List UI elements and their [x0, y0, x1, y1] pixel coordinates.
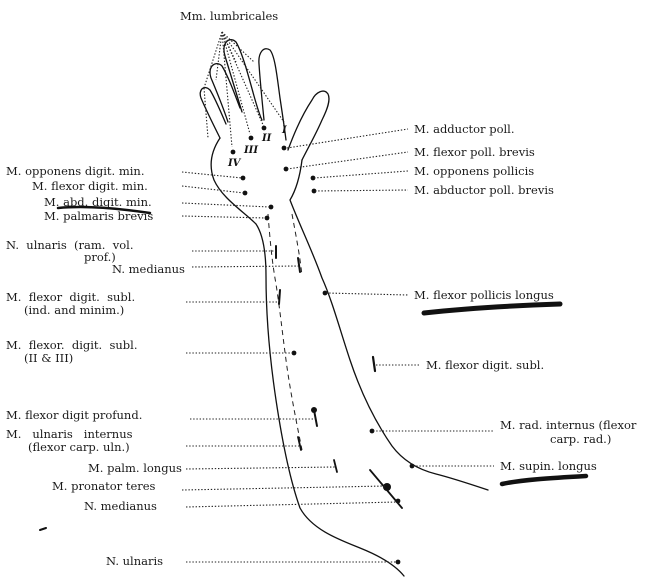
- numeral-II: II: [261, 133, 272, 144]
- label-medianus-upper: N. medianus: [112, 262, 185, 276]
- label-flexor-digit-subl-2a: M. flexor. digit. subl.: [6, 338, 138, 352]
- label-adductor-poll: M. adductor poll.: [414, 122, 515, 136]
- label-flexor-digit-profund: M. flexor digit profund.: [6, 408, 142, 422]
- label-ulnaris-lower: N. ulnaris: [106, 554, 163, 568]
- label-flexor-poll-brevis: M. flexor poll. brevis: [414, 145, 535, 159]
- label-rad-internus-2: carp. rad.): [550, 432, 611, 446]
- label-supin-longus: M. supin. longus: [500, 459, 597, 473]
- label-opponens-pollicis: M. opponens pollicis: [414, 164, 534, 178]
- label-palm-longus: M. palm. longus: [88, 461, 182, 475]
- label-ulnaris-internus-1: M. ulnaris internus: [6, 427, 133, 441]
- label-flexor-digit-min: M. flexor digit. min.: [32, 179, 148, 193]
- right-labels: M. adductor poll. M. flexor poll. brevis…: [414, 122, 637, 473]
- nerve-marks: [276, 246, 402, 508]
- arm-outline: [200, 40, 488, 576]
- finger-numerals: I II III IV: [227, 125, 287, 169]
- label-flexor-digit-subl-1a: M. flexor digit. subl.: [6, 290, 135, 304]
- nerve-course-lines: [268, 214, 302, 450]
- label-opponens-digit-min: M. opponens digit. min.: [6, 164, 145, 178]
- numeral-IV: IV: [227, 158, 242, 169]
- label-flexor-digit-subl-right: M. flexor digit. subl.: [426, 358, 544, 372]
- left-labels: M. opponens digit. min. M. flexor digit.…: [6, 164, 185, 568]
- label-ulnaris-internus-2: (flexor carp. uln.): [28, 440, 130, 454]
- label-abductor-poll-brevis: M. abductor poll. brevis: [414, 183, 554, 197]
- label-flexor-pollicis-longus: M. flexor pollicis longus: [414, 288, 554, 302]
- label-flexor-digit-subl-1b: (ind. and minim.): [24, 303, 124, 317]
- label-pronator-teres: M. pronator teres: [52, 479, 156, 493]
- label-flexor-digit-subl-2b: (II & III): [24, 351, 73, 365]
- label-abd-digit-min: M. abd. digit. min.: [44, 195, 152, 209]
- label-rad-internus-1: M. rad. internus (flexor: [500, 418, 637, 432]
- label-medianus-lower: N. medianus: [84, 499, 157, 513]
- label-lumbricales: Mm. lumbricales: [180, 9, 278, 23]
- numeral-I: I: [281, 125, 287, 136]
- label-palmaris-brevis: M. palmaris brevis: [44, 209, 153, 223]
- label-ulnaris-ram-2: prof.): [84, 250, 116, 264]
- numeral-III: III: [243, 145, 258, 156]
